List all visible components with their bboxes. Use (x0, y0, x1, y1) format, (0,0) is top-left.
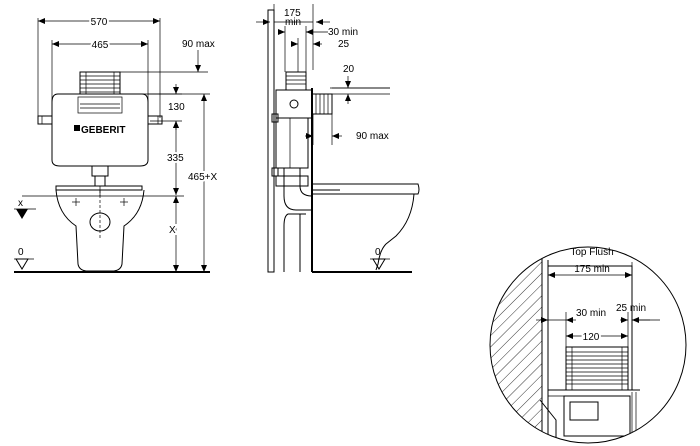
dim-465x-label: 465+X (188, 172, 218, 183)
dimension-30min-side: 30 min (278, 26, 358, 72)
dim-465-label: 465 (92, 40, 109, 51)
cistern-side (271, 89, 333, 177)
dimension-20: 20 (330, 64, 390, 104)
dim-90max-front-label: 90 max (182, 39, 215, 50)
detail-wall-hatch (490, 247, 542, 443)
flush-button-side (285, 71, 307, 91)
dim-130-label: 130 (168, 102, 185, 113)
dim-90max-side-label: 90 max (356, 131, 389, 142)
dimension-90max-front: 90 max (110, 39, 215, 73)
dimension-x: X (22, 195, 184, 272)
brand-label: GEBERIT (81, 125, 125, 136)
toilet-bowl-side (311, 88, 420, 272)
detail-title: Top Flush (570, 247, 613, 258)
dimension-465: 465 (51, 38, 149, 112)
level-zero-front-label: 0 (18, 247, 24, 258)
dimension-90max-side: 90 max (305, 114, 389, 145)
level-marker-zero-side: 0 (370, 247, 390, 270)
toilet-bowl-front (55, 185, 145, 272)
level-zero-side-label: 0 (375, 247, 381, 258)
detail-dimension-25min: 25 min (616, 303, 660, 347)
detail-flush-button (565, 346, 629, 391)
drain-pipe-side (275, 168, 313, 272)
dim-335-label: 335 (167, 153, 184, 164)
level-marker-x: x (14, 198, 36, 219)
dimension-25-side: 25 (291, 38, 350, 72)
dimension-570: 570 (37, 15, 161, 118)
level-marker-zero-front: 0 (14, 247, 34, 270)
detail-dimension-30min: 30 min (536, 308, 606, 347)
detail-dimension-175min: 175 min (547, 262, 633, 320)
detail-view: Top Flush 175 min 30 min 25 min 120 (489, 246, 687, 444)
detail-30min-label: 30 min (576, 308, 606, 319)
flush-button-front (79, 71, 121, 95)
geberit-logo-icon (74, 125, 80, 131)
dim-x-label: X (169, 225, 176, 236)
cistern-front: GEBERIT (37, 93, 163, 196)
dim-25-side-label: 25 (338, 39, 350, 50)
dim-20-label: 20 (343, 64, 355, 75)
detail-175min-label: 175 min (574, 264, 610, 275)
dim-570-label: 570 (91, 17, 108, 28)
dimension-335: 335 (165, 121, 186, 195)
front-view: 570 465 90 max (14, 15, 220, 273)
detail-dimension-120: 120 (566, 330, 628, 345)
level-x-label: x (18, 198, 23, 209)
detail-120-label: 120 (583, 332, 600, 343)
detail-25min-label: 25 min (616, 303, 646, 314)
wall-side (267, 9, 275, 273)
dimension-130: 130 (120, 84, 185, 130)
dimension-465x: 465+X (148, 93, 220, 272)
dim-30min-side-label: 30 min (328, 27, 358, 38)
